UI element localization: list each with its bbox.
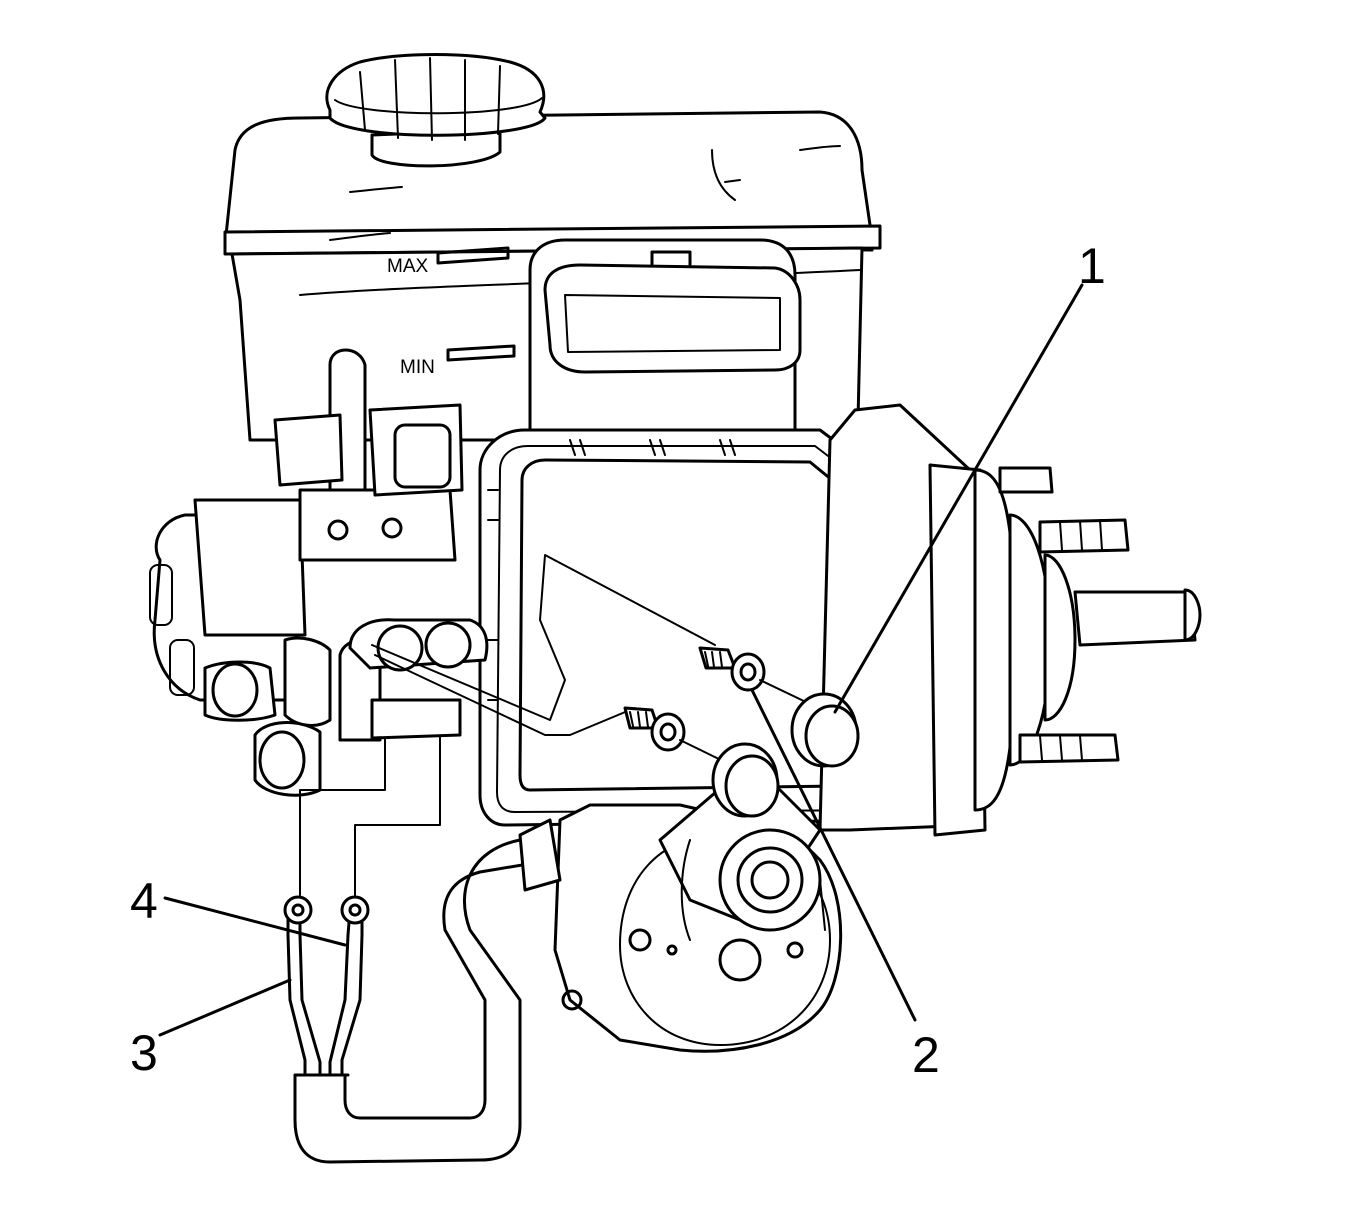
callout-1: 1 [1078,238,1106,294]
rubber-grommets [711,692,860,818]
brake-booster [818,403,1202,837]
screw-lower [623,706,726,763]
callout-2: 2 [912,1027,940,1083]
wiring-harness [283,638,562,1164]
callout-leaders [158,283,1084,1037]
reservoir-max-label: MAX [387,256,429,277]
harness-routing-lines [371,554,716,736]
reservoir-min-label: MIN [400,357,435,378]
callout-2-leader [750,688,917,1022]
reservoir-cap [325,53,547,168]
hydraulic-unit [149,348,464,797]
module-screws [623,646,809,763]
callout-4-leader [163,896,347,947]
callout-4: 4 [130,873,158,929]
screw-upper [698,646,809,704]
harness-connector [348,618,489,672]
callout-3: 3 [130,1025,158,1081]
callout-3-leader [158,978,292,1037]
booster-studs [998,466,1130,764]
callout-1-leader [833,283,1084,714]
pump-motor [553,778,843,1053]
